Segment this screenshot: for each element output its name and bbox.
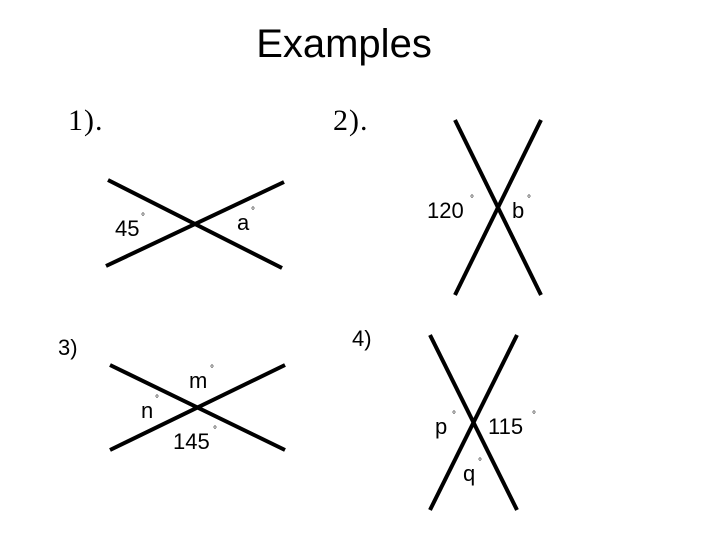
angle-120-label: 120 xyxy=(427,198,464,223)
degree-symbol: ° xyxy=(527,194,531,205)
example-1-label: 1). xyxy=(68,104,104,137)
example-3-figure: m ° n ° 145 ° xyxy=(109,363,286,454)
example-1-figure: 45 ° a ° xyxy=(105,178,285,270)
example-3-label: 3) xyxy=(58,335,78,360)
angle-n-label: n xyxy=(141,398,153,423)
example-4-figure: p ° 115 ° q ° xyxy=(428,334,536,511)
degree-symbol: ° xyxy=(470,194,474,205)
degree-symbol: ° xyxy=(213,425,217,436)
angle-45-label: 45 xyxy=(115,216,139,241)
degree-symbol: ° xyxy=(452,410,456,421)
angle-q-label: q xyxy=(463,461,475,486)
degree-symbol: ° xyxy=(532,410,536,421)
degree-symbol: ° xyxy=(141,212,145,223)
example-4-label: 4) xyxy=(352,326,372,351)
line-3b xyxy=(109,363,286,452)
angle-115-label: 115 xyxy=(488,414,523,439)
angle-145-label: 145 xyxy=(173,429,210,454)
degree-symbol: ° xyxy=(155,394,159,405)
angle-m-label: m xyxy=(189,368,207,393)
angle-a-label: a xyxy=(237,210,250,235)
line-2b xyxy=(453,119,543,296)
example-2-figure: 120 ° b ° xyxy=(427,119,543,296)
degree-symbol: ° xyxy=(478,457,482,468)
line-1b xyxy=(105,180,285,268)
degree-symbol: ° xyxy=(251,206,255,217)
line-4b xyxy=(428,334,519,511)
angle-p-label: p xyxy=(435,414,447,439)
angle-b-label: b xyxy=(512,198,524,223)
degree-symbol: ° xyxy=(210,364,214,375)
example-2-label: 2). xyxy=(333,104,369,137)
slide-title: Examples xyxy=(256,22,432,66)
